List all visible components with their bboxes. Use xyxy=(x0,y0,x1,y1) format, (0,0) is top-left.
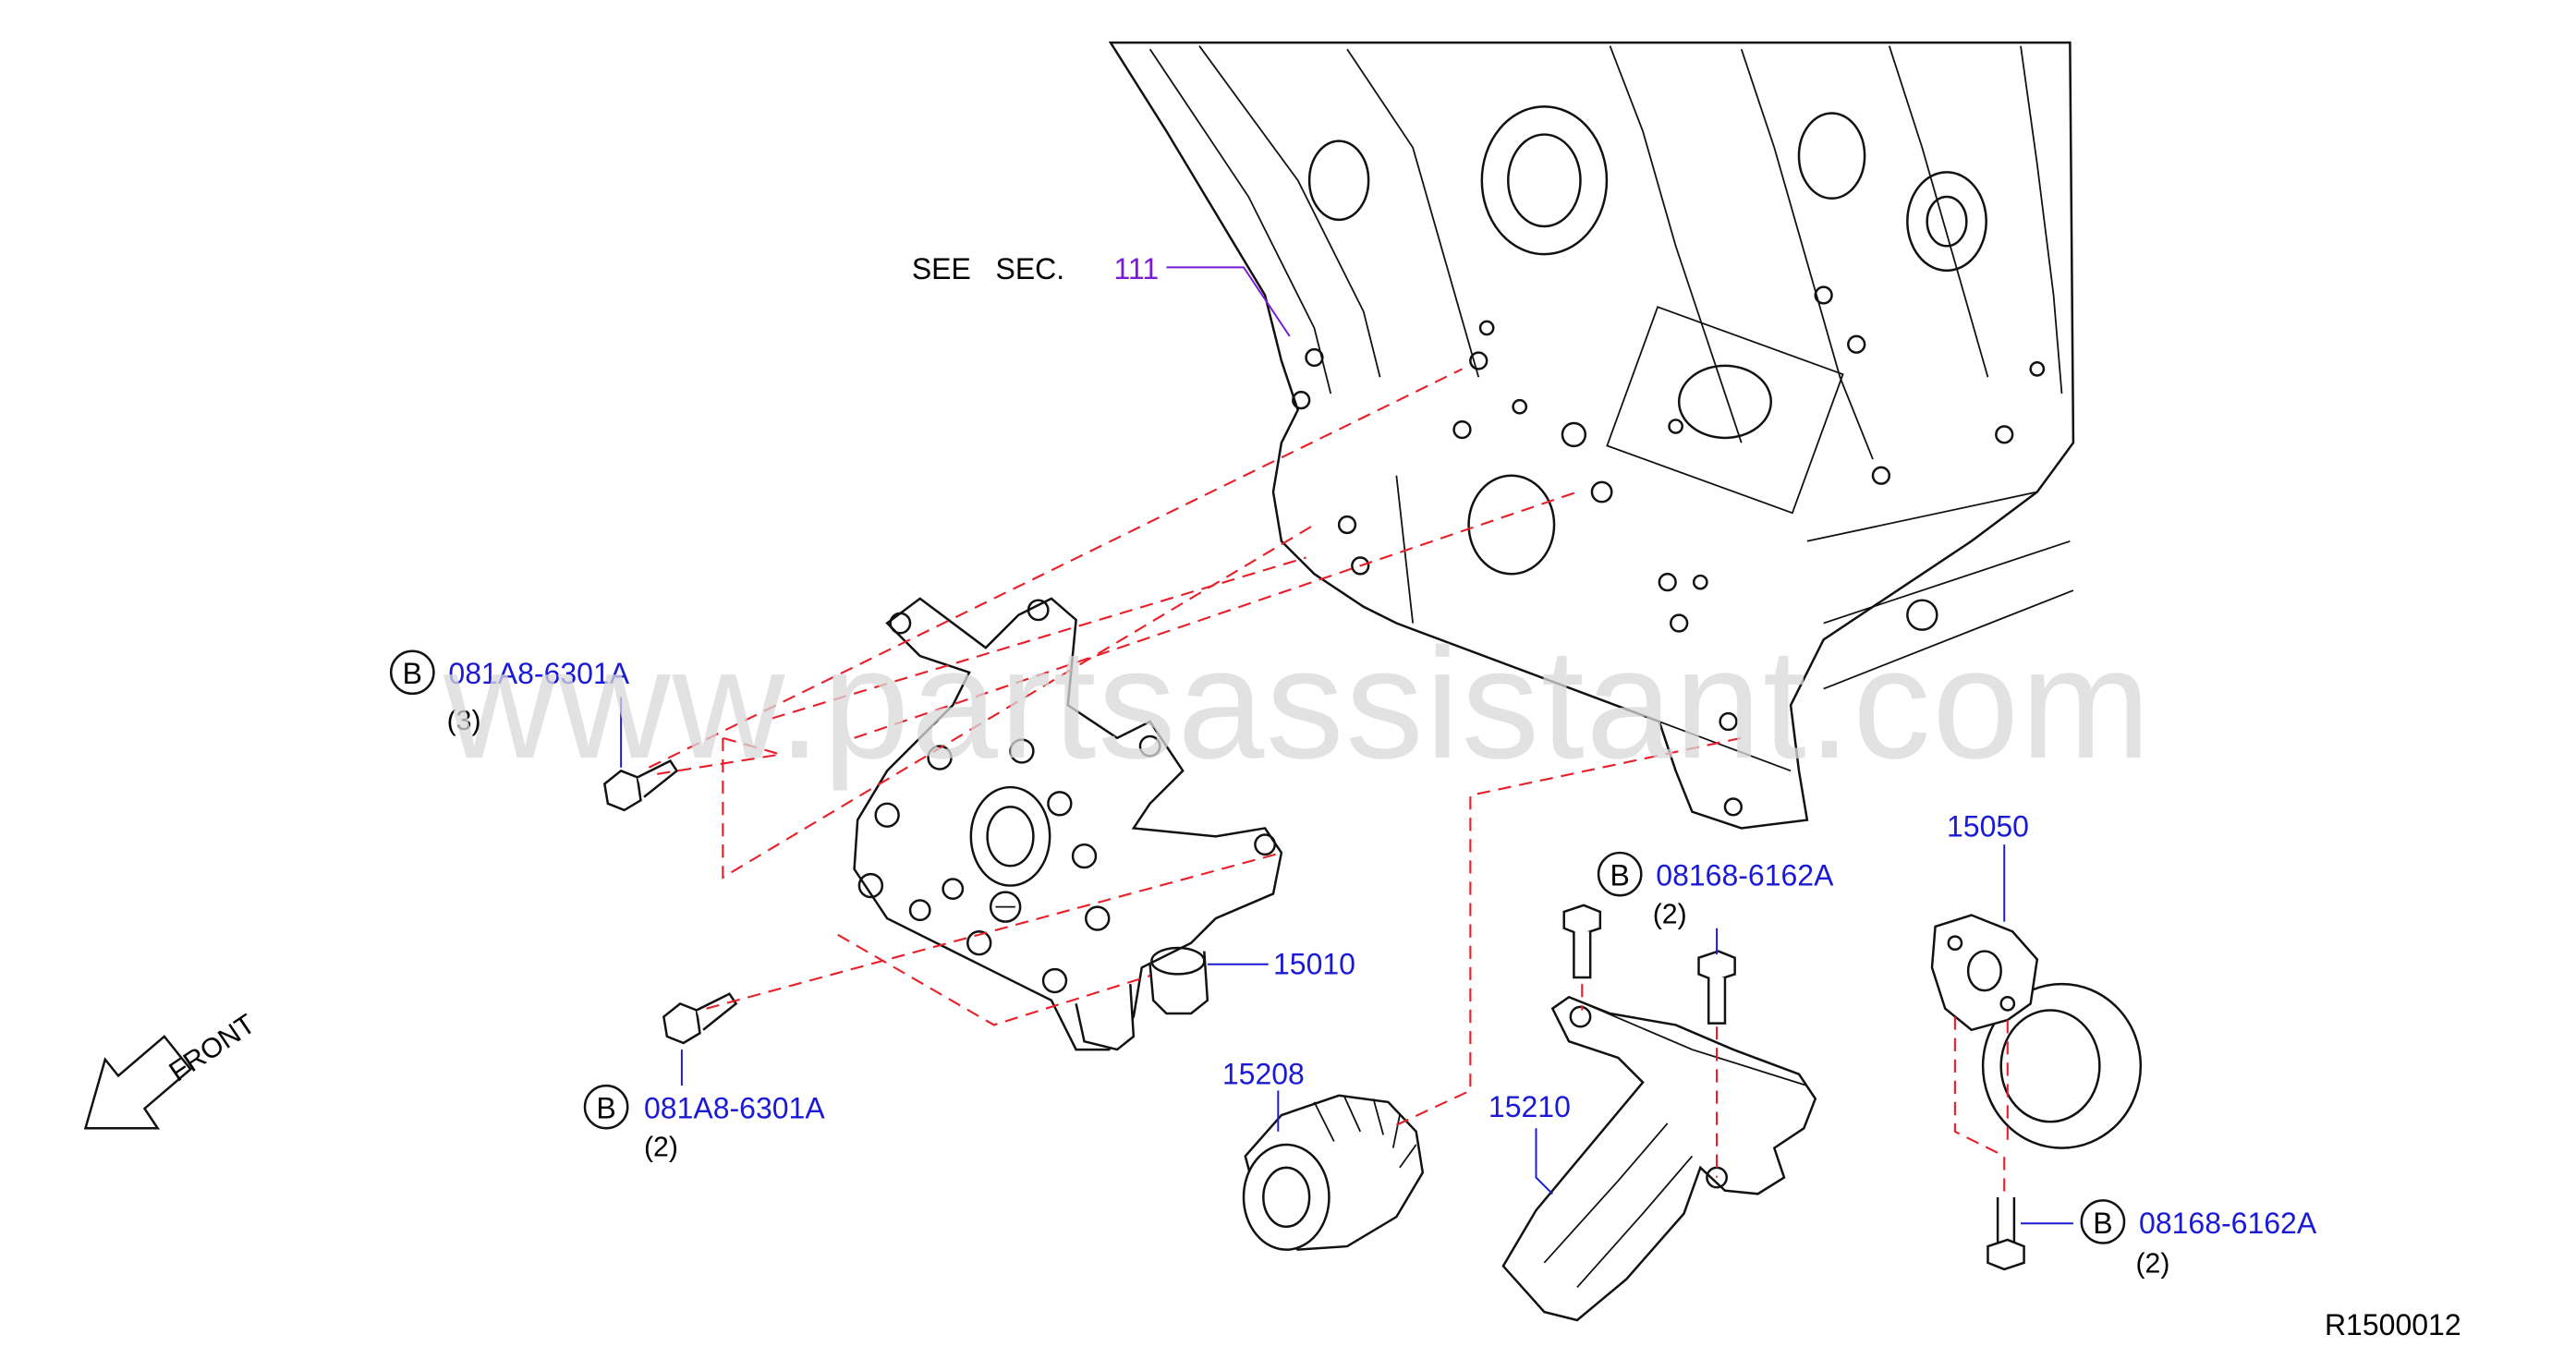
badge-lower-left-letter: B xyxy=(596,1092,615,1125)
bolt-cooler-qty: (2) xyxy=(2135,1249,2169,1280)
bolt-bracket-part-number[interactable]: 08168-6162A xyxy=(1656,859,1834,892)
badge-cooler-letter: B xyxy=(2093,1207,2112,1240)
oil-filter-part-number[interactable]: 15208 xyxy=(1222,1057,1305,1090)
bracket-leader xyxy=(1535,1128,1553,1195)
see-sec-leader xyxy=(1166,266,1291,337)
oil-cooler-part-number[interactable]: 15050 xyxy=(1947,809,2029,843)
badge-upper-left-letter: B xyxy=(403,657,422,690)
diagram-code: R1500012 xyxy=(2325,1308,2461,1341)
assembly-dash-lines xyxy=(648,368,2009,1195)
filter-bracket-part-number[interactable]: 15210 xyxy=(1488,1090,1571,1123)
filter-bracket-drawing xyxy=(1501,995,1817,1322)
bolt-bracket-qty: (2) xyxy=(1653,899,1687,929)
see-sec-number-link[interactable]: 111 xyxy=(1114,252,1160,285)
bolt-bracket-right-drawing xyxy=(1697,950,1736,1025)
bolt-lower-left-qty: (2) xyxy=(644,1132,678,1162)
badge-cooler: B xyxy=(2080,1199,2126,1244)
oil-cooler-drawing xyxy=(1930,914,2143,1149)
watermark: www.partsassistant.com xyxy=(443,616,2152,792)
badge-upper-left: B xyxy=(389,649,435,696)
engine-block-drawing xyxy=(1108,41,2075,830)
bolt-cooler-drawing xyxy=(1987,1196,2025,1271)
bolt-lower-left-part-number[interactable]: 081A8-6301A xyxy=(644,1092,825,1125)
bolt-upper-left-qty: (3) xyxy=(447,706,481,736)
bolt-lower-left-drawing xyxy=(662,992,738,1045)
bolt-upper-left-drawing xyxy=(602,759,679,812)
oil-pump-drawing xyxy=(853,597,1283,1051)
bolt-cooler-part-number[interactable]: 08168-6162A xyxy=(2139,1207,2317,1240)
oil-pump-part-number[interactable]: 15010 xyxy=(1273,947,1355,980)
front-arrow-icon xyxy=(83,1035,192,1130)
oil-filter-drawing xyxy=(1242,1094,1425,1251)
badge-bracket-letter: B xyxy=(1610,859,1629,892)
bolt-bracket-left-drawing xyxy=(1562,904,1602,979)
front-label: FRONT xyxy=(164,1009,261,1087)
badge-lower-left: B xyxy=(583,1084,629,1130)
bolt-upper-left-part-number[interactable]: 081A8-6301A xyxy=(448,657,629,690)
badge-bracket: B xyxy=(1597,851,1643,897)
see-sec-label: SEE SEC. xyxy=(912,252,1064,285)
